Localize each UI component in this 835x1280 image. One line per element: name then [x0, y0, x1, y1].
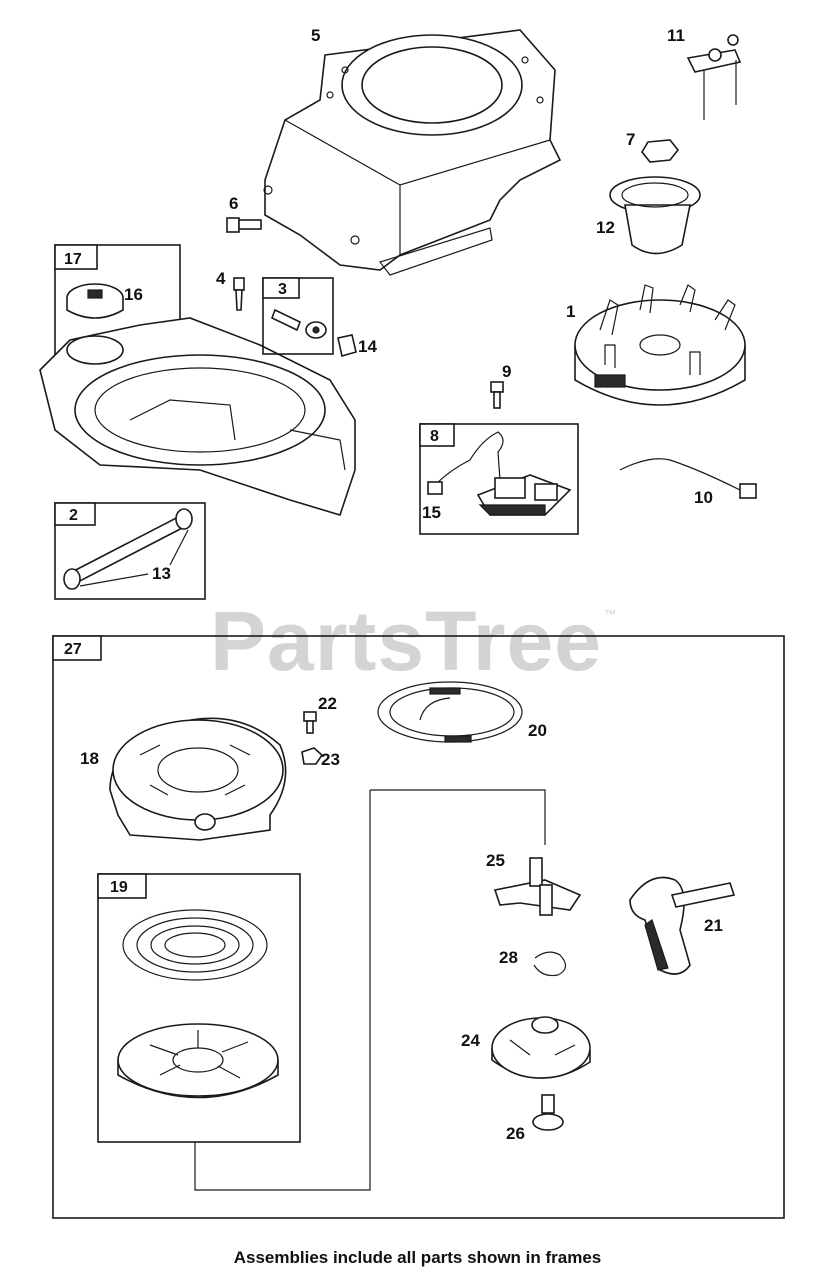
- callout-19: 19: [110, 879, 128, 896]
- callout-23: 23: [321, 750, 340, 769]
- starter-housing-part[interactable]: [109, 717, 287, 841]
- housing-nut-part[interactable]: [301, 747, 324, 765]
- bracket-part[interactable]: [686, 34, 742, 120]
- bolt-part[interactable]: [226, 217, 262, 233]
- pawl-part[interactable]: [493, 857, 582, 916]
- frame-17-tab: 17: [54, 244, 98, 270]
- watermark-text: PartsTree: [210, 594, 602, 688]
- center-screw-part[interactable]: [532, 1094, 564, 1131]
- assembly-connector-line: [370, 789, 546, 845]
- callout-10: 10: [694, 488, 713, 507]
- starter-cup-part[interactable]: [609, 176, 701, 255]
- callout-1: 1: [566, 302, 575, 321]
- recoil-spring-part[interactable]: [122, 909, 268, 981]
- callout-9: 9: [502, 362, 511, 381]
- callout-27: 27: [64, 641, 82, 658]
- frame-27: [52, 635, 785, 1219]
- fuel-line-part[interactable]: [63, 508, 193, 590]
- pin-washer-part[interactable]: [270, 308, 327, 339]
- stud-part[interactable]: [233, 277, 245, 311]
- frame-2-tab: 2: [54, 502, 96, 526]
- callout-20: 20: [528, 721, 547, 740]
- retainer-ring-part[interactable]: [533, 951, 567, 977]
- fuel-tank-part[interactable]: [39, 317, 356, 516]
- callout-26: 26: [506, 1124, 525, 1143]
- ground-wire-part[interactable]: [619, 458, 757, 499]
- callout-5: 5: [311, 26, 320, 45]
- callout-15: 15: [422, 503, 441, 522]
- housing-screw-part[interactable]: [303, 711, 317, 734]
- callout-16: 16: [124, 285, 143, 304]
- callout-13: 13: [152, 564, 171, 583]
- frame-8: [419, 423, 579, 535]
- callout-28: 28: [499, 948, 518, 967]
- fuel-cap-part[interactable]: [66, 283, 124, 319]
- callout-2: 2: [69, 507, 78, 524]
- callout-21: 21: [704, 916, 723, 935]
- nut-part[interactable]: [641, 139, 680, 163]
- frame-8-tab: 8: [419, 423, 455, 447]
- frame-19: [97, 873, 301, 1143]
- starter-rope-part[interactable]: [377, 681, 523, 743]
- callout-11: 11: [667, 26, 685, 45]
- frame-3-tab: 3: [262, 277, 300, 299]
- starter-cam-part[interactable]: [491, 1016, 591, 1079]
- callout-14: 14: [358, 337, 377, 356]
- callout-24: 24: [461, 1031, 480, 1050]
- callout-17: 17: [64, 251, 82, 268]
- screw-part[interactable]: [490, 381, 504, 409]
- blower-housing-part[interactable]: [263, 29, 562, 276]
- callout-3: 3: [278, 281, 287, 298]
- callout-7: 7: [626, 130, 635, 149]
- callout-8: 8: [430, 428, 439, 445]
- callout-6: 6: [229, 194, 238, 213]
- callout-25: 25: [486, 851, 505, 870]
- callout-4: 4: [216, 269, 226, 288]
- starter-handle-part[interactable]: [629, 876, 736, 975]
- frame-27-tab: 27: [52, 635, 102, 661]
- assembly-connector-line-lower: [194, 790, 371, 1191]
- callout-22: 22: [318, 694, 337, 713]
- callout-12: 12: [596, 218, 615, 237]
- flywheel-part[interactable]: [574, 284, 746, 406]
- ignition-module-part[interactable]: [427, 431, 572, 516]
- frame-19-tab: 19: [97, 873, 147, 899]
- rope-pulley-part[interactable]: [117, 1023, 279, 1099]
- frame-2: [54, 502, 206, 600]
- callout-18: 18: [80, 749, 99, 768]
- frames-note-caption: Assemblies include all parts shown in fr…: [233, 1248, 602, 1267]
- spacer-part[interactable]: [337, 334, 357, 358]
- watermark-trademark: ™: [604, 607, 616, 621]
